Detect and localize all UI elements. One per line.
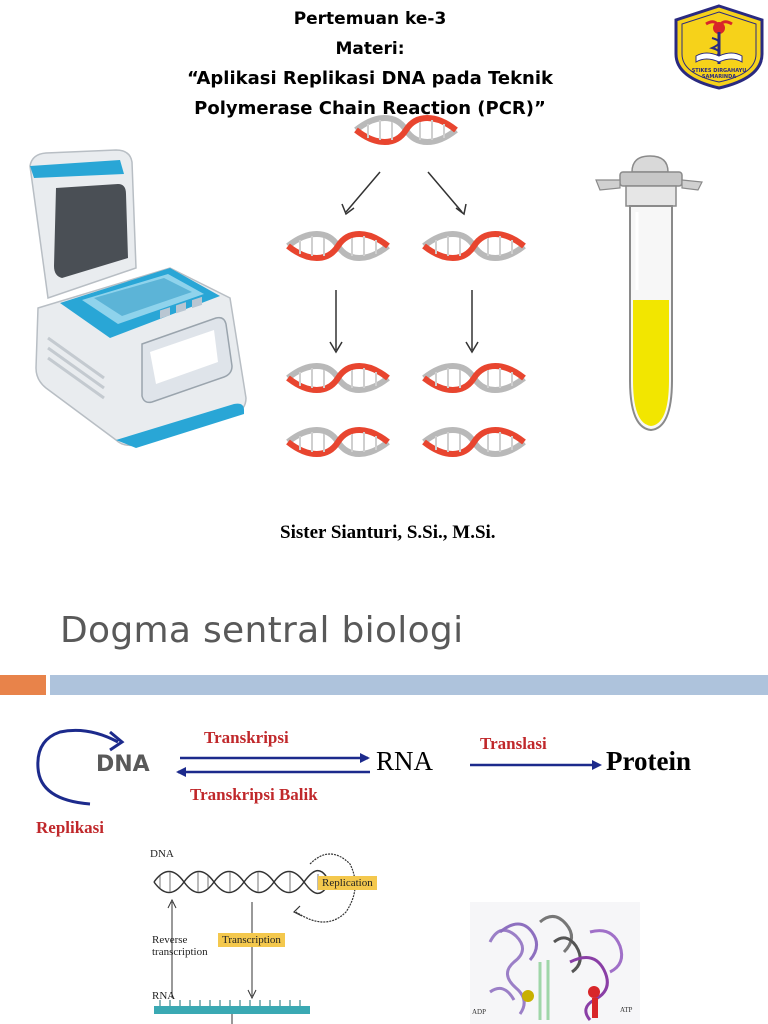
title-line-2: Materi: (335, 39, 405, 59)
label-atp: ATP (620, 1006, 633, 1014)
label-rna: RNA (376, 746, 434, 776)
logo-lettering: STIKES DIRGAHAYU (692, 68, 747, 74)
dna-helix-copy (288, 366, 388, 390)
protein-structure-image: ADP ATP (470, 902, 640, 1024)
dna-helix-copy (424, 366, 524, 390)
title-line-1: Pertemuan ke-3 (293, 9, 447, 29)
label-transkripsi: Transkripsi (204, 728, 289, 747)
label-translasi: Translasi (480, 734, 547, 753)
dna-helix-copy (424, 234, 524, 258)
dna-replication-figure (153, 853, 356, 1024)
svg-text:SAMARINDA: SAMARINDA (702, 74, 736, 80)
dna-helix-copy (288, 234, 388, 258)
slide-title: Pertemuan ke-3 Materi: “Aplikasi Replika… (120, 4, 620, 124)
dna-helix-copy (288, 430, 388, 454)
label-adp: ADP (472, 1008, 486, 1016)
slide-title: Dogma sentral biologi (60, 610, 464, 651)
figure-label-rna: RNA (152, 990, 176, 1002)
figure-label-reverse: Reverse (152, 934, 188, 946)
accent-bar-blue (50, 675, 768, 695)
pcr-amplification-diagram (280, 110, 530, 480)
title-slide: Pertemuan ke-3 Materi: “Aplikasi Replika… (29, 4, 764, 543)
label-replikasi: Replikasi (36, 818, 105, 837)
dna-helix-copy (424, 430, 524, 454)
accent-bar-orange (0, 675, 46, 695)
institution-logo: STIKES DIRGAHAYU SAMARINDA (674, 4, 764, 90)
central-dogma-slide: Dogma sentral biologi Transkripsi Transk… (0, 580, 768, 1024)
author-name: Sister Sianturi, S.Si., M.Si. (280, 522, 496, 543)
figure-tag-replication: Replication (318, 876, 377, 890)
title-line-4: Polymerase Chain Reaction (PCR)” (194, 98, 546, 119)
figure-label-transcription-reverse: transcription (152, 946, 208, 958)
figure-tag-transcription: Transcription (218, 933, 285, 947)
dna-helix-original (356, 118, 456, 142)
pcr-tube-illustration (595, 155, 703, 432)
label-dna: DNA (96, 752, 150, 777)
label-protein: Protein (606, 746, 691, 776)
figure-label-dna: DNA (150, 848, 174, 860)
title-line-3: “Aplikasi Replikasi DNA pada Teknik (186, 68, 554, 89)
label-transkripsi-balik: Transkripsi Balik (190, 785, 318, 804)
dogma-arrows (36, 728, 602, 806)
pcr-thermocycler-illustration (29, 149, 247, 448)
